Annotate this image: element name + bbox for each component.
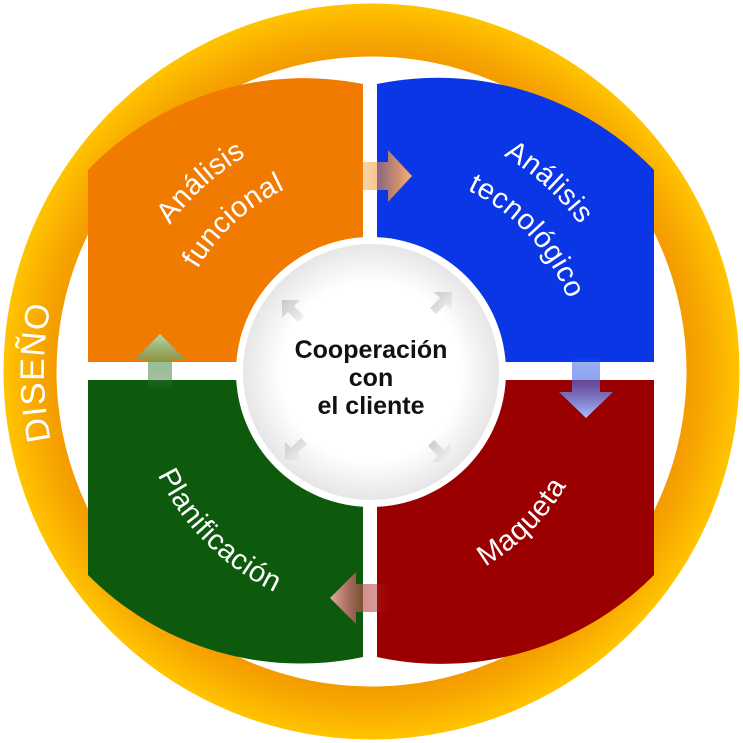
center-label-line1: Cooperación — [295, 336, 448, 364]
arrow-diagonal-icon — [282, 292, 452, 462]
center-label-line2: con — [349, 364, 393, 392]
arrow-down-icon — [559, 358, 613, 418]
arrow-up-icon — [134, 334, 186, 392]
arrow-right-icon — [352, 150, 412, 202]
ring-label: DISEÑO — [14, 300, 59, 446]
center-label-line3: el cliente — [318, 392, 425, 420]
arrow-left-icon — [330, 572, 390, 624]
